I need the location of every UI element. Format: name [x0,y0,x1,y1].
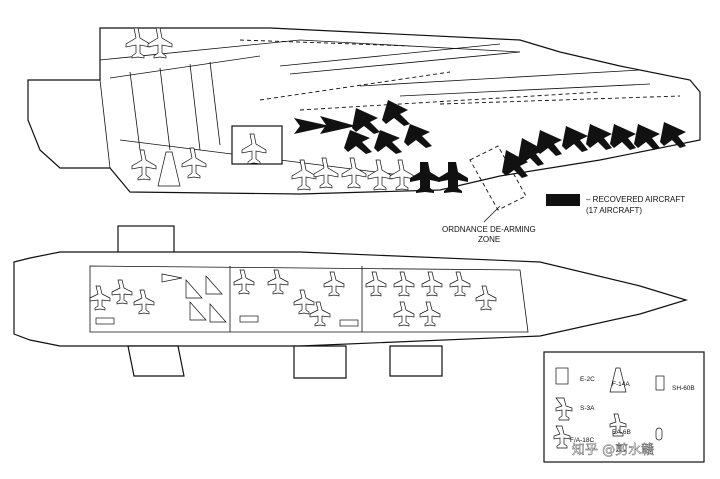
hangar-equipment [239,315,259,323]
hangar-deck-outline [13,225,689,379]
island [231,125,283,165]
recovered-aircraft [352,108,380,134]
parked-aircraft [389,159,415,191]
hangar-equipment [95,317,115,325]
flight-deck-outline [27,27,701,195]
hangar-aircraft [209,303,227,323]
hangar-aircraft [293,289,315,315]
recovered-aircraft [404,124,432,148]
hangar-aircraft [133,289,155,315]
hangar-aircraft [419,301,441,327]
fa18c-key-icon [553,425,571,449]
recovered-aircraft [586,124,612,150]
hangar-aircraft [393,301,415,327]
sh60b-key-icon [655,375,665,391]
parked-aircraft [341,157,367,189]
key-label-fa18c: F/A-18C [570,437,595,444]
key-label-f14a: F-14A [612,381,630,388]
key-label-ea6b: EA-6B [612,429,631,436]
e2c-key-icon [555,367,569,385]
parked-aircraft [313,157,339,189]
key-label-s3a: S-3A [580,405,595,412]
watermark: 知乎 @剪水赣 [572,442,654,458]
recovered-aircraft [320,116,356,134]
hangar-aircraft [267,269,289,295]
parked-aircraft [131,149,157,181]
recovered-aircraft [344,130,372,154]
hangar-aircraft [421,271,443,297]
hangar-aircraft [449,271,471,297]
ea6b-key-icon [609,413,627,437]
parked-aircraft-flight-deck [125,27,415,191]
hangar-aircraft [189,301,207,321]
ordnance-dearming-zone [469,145,527,223]
parked-aircraft [181,147,207,179]
hangar-aircraft [393,271,415,297]
hangar-aircraft [205,275,223,295]
recovered-aircraft [562,126,588,152]
hangar-aircraft [233,269,255,295]
recovered-legend-swatch [546,194,580,206]
parked-aircraft [241,133,267,165]
parked-aircraft [147,27,173,59]
key-label-e2c: E-2C [580,376,595,383]
recovered-aircraft [536,130,562,156]
key-label-sh60b: SH-60B [672,385,695,392]
recovered-aircraft [518,138,544,166]
hangar-aircraft [309,301,331,327]
recovered-aircraft [634,124,660,150]
recovered-aircraft [610,124,636,150]
hangar-aircraft [89,269,497,327]
hangar-aircraft [185,279,203,299]
hangar-aircraft [111,279,133,305]
catapult-tracks [239,39,681,111]
parked-aircraft [157,151,181,187]
recovered-aircraft [410,162,440,193]
recovered-aircraft [382,100,410,126]
hangar-aircraft [365,271,387,297]
recovered-aircraft [374,130,402,154]
recovered-aircraft-group [294,100,686,193]
ordnance-zone-label-line1: ORDNANCE DE-ARMING [442,225,536,234]
recovered-aircraft [502,150,528,178]
parked-aircraft [125,27,151,59]
aircraft-key: E-2C F-14A SH-60B S-3A EA-6B F/A-18C [543,351,705,463]
hangar-aircraft [89,285,111,311]
hangar-equipment [339,319,359,327]
recovered-legend-label: – RECOVERED AIRCRAFT [586,195,685,204]
recovered-aircraft [660,122,686,148]
misc-key-icon [655,427,663,441]
recovered-aircraft [294,118,330,134]
recovered-aircraft [438,162,468,193]
f14a-key-icon [609,367,627,393]
parked-aircraft [367,159,393,191]
hangar-aircraft [475,285,497,311]
recovered-legend-count: (17 AIRCRAFT) [586,206,642,215]
hangar-aircraft [161,273,183,283]
s3a-key-icon [555,397,573,421]
hangar-aircraft [323,271,345,297]
ordnance-zone-label-line2: ZONE [478,235,500,244]
